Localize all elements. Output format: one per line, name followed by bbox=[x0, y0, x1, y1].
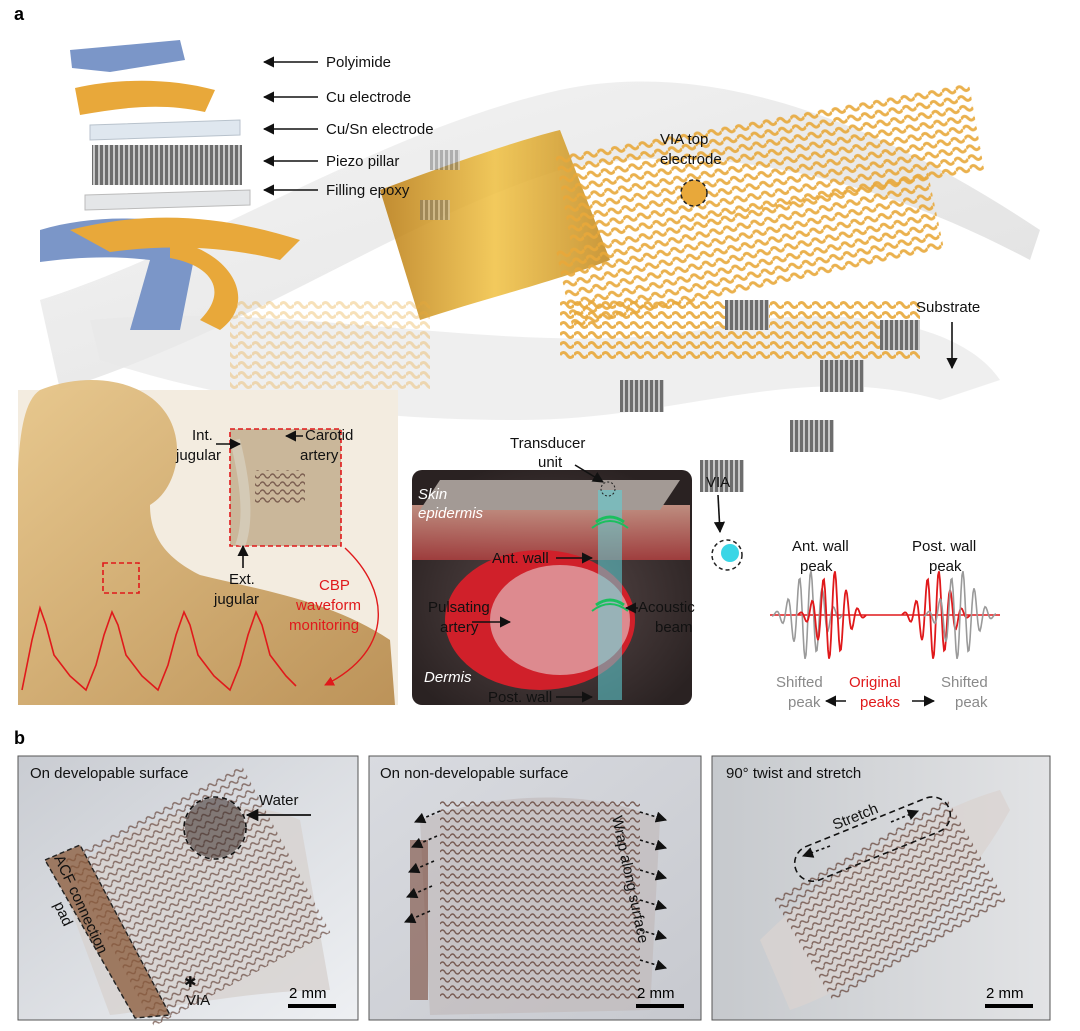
svg-text:epidermis: epidermis bbox=[418, 505, 484, 522]
svg-text:VIA: VIA bbox=[706, 474, 730, 491]
svg-text:peak: peak bbox=[788, 694, 821, 711]
panel-b-letter: b bbox=[14, 728, 25, 748]
svg-text:beam: beam bbox=[655, 619, 693, 636]
photo-twist-stretch: 90° twist and stretch Stretch 2 mm bbox=[711, 755, 1051, 1021]
neck-labels: Int. jugular Carotid artery Ext. jugular… bbox=[175, 427, 380, 686]
label-filling-epoxy: Filling epoxy bbox=[326, 182, 410, 199]
label-polyimide: Polyimide bbox=[326, 54, 391, 71]
via-label: VIA bbox=[706, 474, 743, 571]
svg-text:Ant. wall: Ant. wall bbox=[492, 550, 549, 567]
photo-developable: On developable surface Water ACF connect… bbox=[17, 755, 359, 1027]
photo1-scalebar: 2 mm bbox=[289, 985, 327, 1002]
photo-non-developable: On non-developable surface Wrap along su… bbox=[368, 755, 702, 1021]
peak-labels: Ant. wall peak Post. wall peak Shifted p… bbox=[776, 538, 988, 711]
svg-text:peak: peak bbox=[955, 694, 988, 711]
via-top-electrode: VIA top electrode bbox=[660, 131, 722, 207]
transducer-array bbox=[420, 150, 920, 492]
label-cu-electrode: Cu electrode bbox=[326, 89, 411, 106]
artery-labels: Transducer unit Skin epidermis Ant. wall… bbox=[418, 435, 695, 706]
photo1-caption: On developable surface bbox=[30, 765, 188, 782]
svg-text:peaks: peaks bbox=[860, 694, 900, 711]
svg-text:Carotid: Carotid bbox=[305, 427, 353, 444]
svg-text:Pulsating: Pulsating bbox=[428, 599, 490, 616]
svg-text:Substrate: Substrate bbox=[916, 299, 980, 316]
svg-text:artery: artery bbox=[440, 619, 479, 636]
svg-text:Original: Original bbox=[849, 674, 901, 691]
echo-signal bbox=[770, 571, 1000, 659]
svg-text:monitoring: monitoring bbox=[289, 617, 359, 634]
svg-text:jugular: jugular bbox=[213, 591, 259, 608]
svg-text:jugular: jugular bbox=[175, 447, 221, 464]
svg-text:Post. wall: Post. wall bbox=[912, 538, 976, 555]
svg-text:Ant. wall: Ant. wall bbox=[792, 538, 849, 555]
svg-text:unit: unit bbox=[538, 454, 563, 471]
exploded-layers bbox=[40, 40, 300, 330]
label-piezo-pillar: Piezo pillar bbox=[326, 153, 399, 170]
svg-text:Shifted: Shifted bbox=[776, 674, 823, 691]
svg-text:Acoustic: Acoustic bbox=[638, 599, 695, 616]
svg-text:Dermis: Dermis bbox=[424, 669, 472, 686]
svg-text:CBP: CBP bbox=[319, 577, 350, 594]
layer-labels: Polyimide Cu electrode Cu/Sn electrode P… bbox=[262, 54, 434, 199]
svg-text:peak: peak bbox=[800, 558, 833, 575]
photo1-water-label: Water bbox=[259, 792, 298, 809]
device-sheet bbox=[40, 81, 1040, 420]
svg-text:Ext.: Ext. bbox=[229, 571, 255, 588]
svg-text:Skin: Skin bbox=[418, 486, 447, 503]
photo1-via-mark: ✱ bbox=[184, 974, 197, 991]
svg-text:VIA top: VIA top bbox=[660, 131, 708, 148]
svg-text:Transducer: Transducer bbox=[510, 435, 585, 452]
photo2-caption: On non-developable surface bbox=[380, 765, 568, 782]
substrate-label: Substrate bbox=[916, 299, 980, 370]
svg-text:artery: artery bbox=[300, 447, 339, 464]
svg-text:Int.: Int. bbox=[192, 427, 213, 444]
panel-a-letter: a bbox=[14, 4, 25, 24]
svg-text:peak: peak bbox=[929, 558, 962, 575]
photo3-scalebar: 2 mm bbox=[986, 985, 1024, 1002]
svg-text:Post. wall: Post. wall bbox=[488, 689, 552, 706]
svg-text:electrode: electrode bbox=[660, 151, 722, 168]
photo1-via-label: VIA bbox=[186, 992, 210, 1009]
svg-text:waveform: waveform bbox=[295, 597, 361, 614]
label-cusn-electrode: Cu/Sn electrode bbox=[326, 121, 434, 138]
svg-text:Shifted: Shifted bbox=[941, 674, 988, 691]
artery-illustration bbox=[412, 470, 692, 705]
cbp-waveform bbox=[21, 605, 297, 692]
photo2-scalebar: 2 mm bbox=[637, 985, 675, 1002]
neck-zoom-inset bbox=[229, 428, 342, 548]
photo3-caption: 90° twist and stretch bbox=[726, 765, 861, 782]
